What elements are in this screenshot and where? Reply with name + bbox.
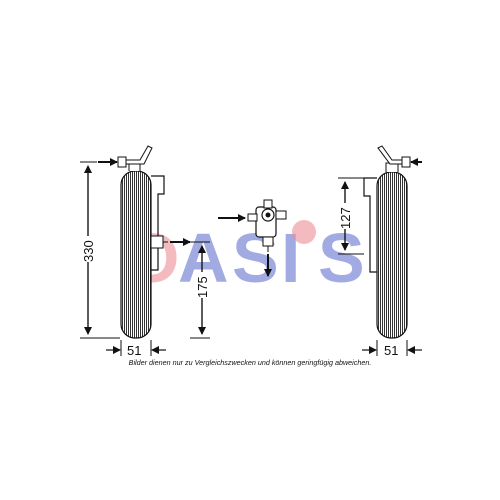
left-drier-inlet-nut: [117, 156, 127, 168]
right-drier-inlet-nut: [401, 156, 411, 168]
dimension-label-127: 127: [338, 207, 353, 229]
dimension-height-right: 127: [337, 177, 364, 255]
dimension-width-right: 51: [362, 340, 422, 358]
left-drier-bracket: [151, 175, 165, 271]
disclaimer-caption: Bilder dienen nur zu Vergleichszwecken u…: [128, 358, 372, 367]
dimension-connector-height: 175: [190, 241, 210, 339]
right-drier-inlet-pipe: [377, 145, 405, 165]
watermark-letter-5: S: [318, 219, 365, 297]
middle-fitting: [247, 199, 287, 252]
dimension-label-330: 330: [81, 240, 96, 262]
dimension-label-51-left: 51: [127, 343, 141, 358]
right-drier-bracket: [363, 177, 377, 273]
right-drier-body: [376, 171, 408, 339]
dimension-height-left: 330: [80, 161, 120, 339]
watermark-dot: [292, 220, 316, 244]
dimension-label-51-right: 51: [384, 343, 398, 358]
left-drier: [117, 145, 168, 339]
watermark-letter-4: I: [281, 219, 300, 297]
right-drier: [363, 145, 411, 339]
left-drier-body: [120, 170, 152, 339]
dimension-width-left: 51: [106, 340, 166, 358]
watermark-logo: O A S I S: [125, 219, 365, 297]
left-drier-outlet: [150, 235, 164, 249]
dimension-label-175: 175: [195, 276, 210, 298]
